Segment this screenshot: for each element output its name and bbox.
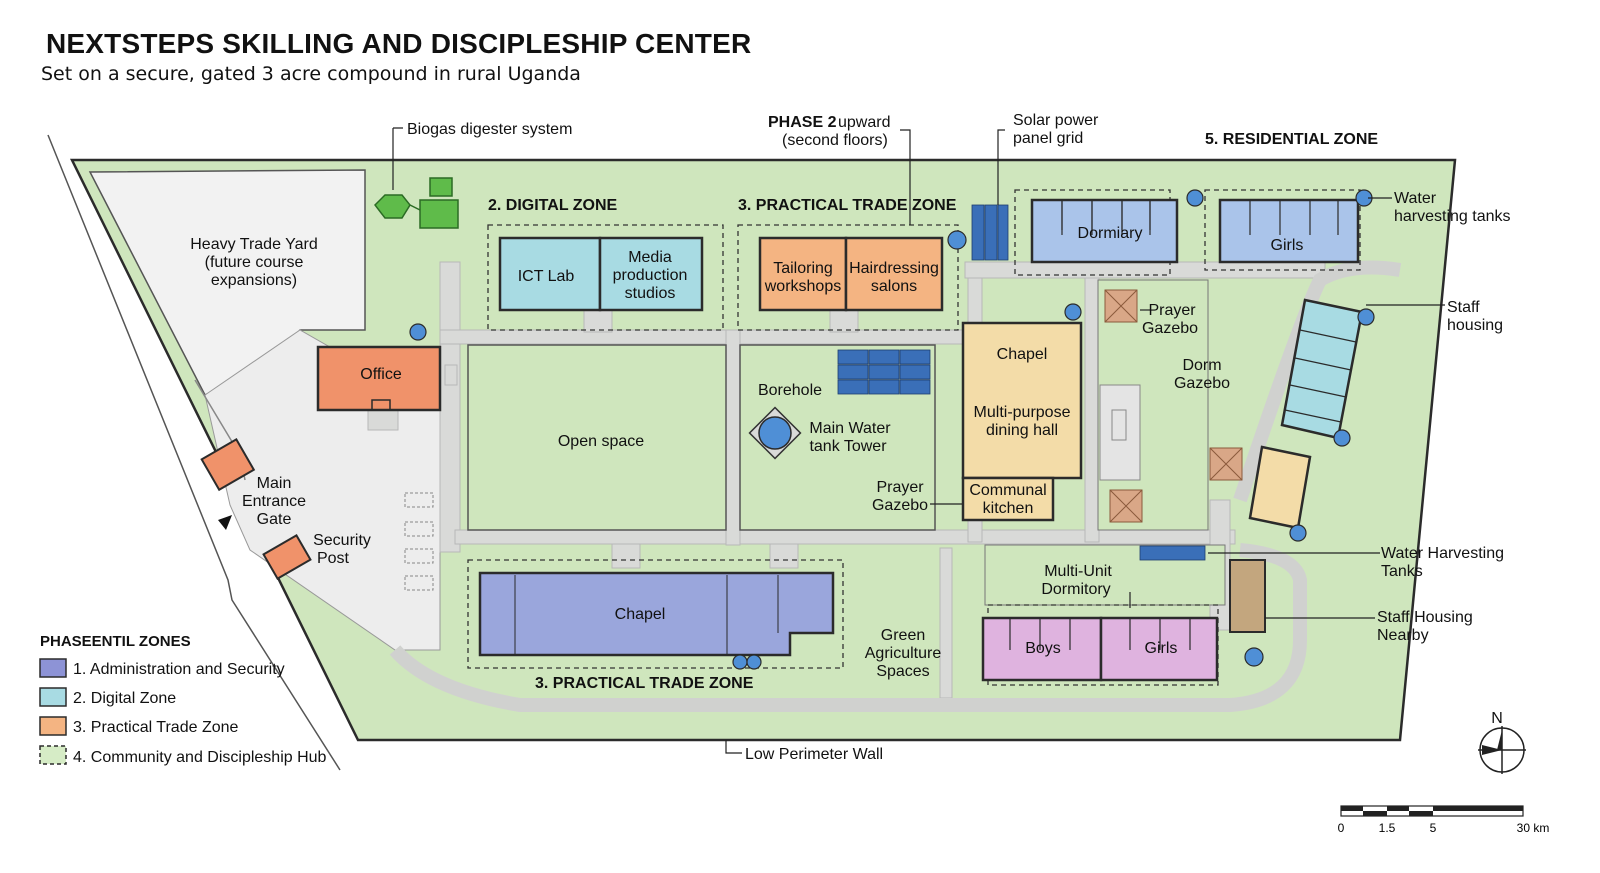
label-borehole: Borehole bbox=[758, 382, 822, 399]
label-practical-zone-top: 3. PRACTICAL TRADE ZONE bbox=[738, 197, 957, 214]
label-water-tanks-1: Water bbox=[1394, 190, 1437, 207]
legend-item-1: 1. Administration and Security bbox=[73, 661, 285, 678]
label-hairdressing-2: salons bbox=[871, 278, 917, 295]
legend-swatch-4 bbox=[39, 745, 67, 765]
label-staff-nearby-1: Staff Housing bbox=[1377, 609, 1473, 626]
label-staff-housing-1: Staff bbox=[1447, 299, 1480, 316]
page-title: NEXTSTEPS SKILLING AND DISCIPLESHIP CENT… bbox=[46, 28, 752, 59]
legend-swatch-3 bbox=[39, 716, 67, 736]
staff-housing-nearby-building bbox=[1229, 559, 1266, 633]
label-practical-zone-bottom: 3. PRACTICAL TRADE ZONE bbox=[535, 675, 754, 692]
label-water-tanks-2: harvesting tanks bbox=[1394, 208, 1511, 225]
compass-rose: N bbox=[1478, 710, 1526, 774]
tailoring-building bbox=[758, 236, 848, 312]
main-water-tank-tower bbox=[758, 416, 792, 450]
label-phase2-rest: upward bbox=[838, 114, 890, 131]
compass-north-label: N bbox=[1491, 710, 1503, 727]
boys-dorm-building bbox=[981, 616, 1103, 682]
label-residential-zone: 5. RESIDENTIAL ZONE bbox=[1205, 131, 1378, 148]
legend-swatch-1 bbox=[39, 658, 67, 678]
label-dining-1: Multi-purpose bbox=[974, 404, 1071, 421]
label-media-1: Media bbox=[628, 249, 672, 266]
label-media-3: studios bbox=[625, 285, 676, 302]
label-phase2-line2: (second floors) bbox=[782, 132, 888, 149]
label-dorm-gazebo-1: Dorm bbox=[1182, 357, 1221, 374]
label-chapel-main: Chapel bbox=[615, 606, 666, 623]
solar-panel-grid-middle bbox=[837, 349, 931, 395]
legend-item-4: 4. Community and Discipleship Hub bbox=[73, 749, 327, 766]
label-staff-housing-2: housing bbox=[1447, 317, 1503, 334]
dormitory-building-top bbox=[1030, 198, 1179, 264]
label-green-1: Green bbox=[881, 627, 925, 644]
ict-lab-building bbox=[498, 236, 602, 312]
legend-swatch-2 bbox=[39, 687, 67, 707]
label-boys: Boys bbox=[1025, 640, 1061, 657]
label-gate-2: Entrance bbox=[242, 493, 306, 510]
label-water-harvesting-2: Tanks bbox=[1381, 563, 1423, 580]
label-gate-1: Main bbox=[257, 475, 292, 492]
scale-label-2: 5 bbox=[1430, 821, 1437, 835]
label-solar-2: panel grid bbox=[1013, 130, 1083, 147]
label-kitchen-2: kitchen bbox=[983, 500, 1034, 517]
label-girls-top: Girls bbox=[1271, 237, 1304, 254]
label-gate-3: Gate bbox=[257, 511, 292, 528]
label-water-harvesting-1: Water Harvesting bbox=[1381, 545, 1504, 562]
label-water-tower-2: tank Tower bbox=[809, 438, 887, 455]
label-green-2: Agriculture bbox=[865, 645, 942, 662]
label-hairdressing-1: Hairdressing bbox=[849, 260, 939, 277]
main-chapel-building bbox=[478, 571, 835, 657]
label-kitchen-1: Communal bbox=[969, 482, 1046, 499]
label-heavy-trade-2: (future course bbox=[205, 254, 304, 271]
legend-title: PHASEENTIL ZONES bbox=[40, 633, 191, 650]
label-heavy-trade-3: expansions) bbox=[211, 272, 297, 289]
scale-label-3: 30 km bbox=[1517, 821, 1550, 835]
label-phase2-bold: PHASE 2 bbox=[768, 114, 837, 131]
scale-label-0: 0 bbox=[1338, 821, 1345, 835]
label-green-3: Spaces bbox=[876, 663, 929, 680]
label-solar-1: Solar power bbox=[1013, 112, 1099, 129]
label-digital-zone: 2. DIGITAL ZONE bbox=[488, 197, 618, 214]
scale-bar: 0 1.5 5 30 km bbox=[1338, 805, 1550, 835]
label-office: Office bbox=[360, 366, 402, 383]
solar-panel-grid-top bbox=[971, 204, 1009, 261]
label-multi-unit-1: Multi-Unit bbox=[1044, 563, 1112, 580]
page-subtitle: Set on a secure, gated 3 acre compound i… bbox=[41, 63, 581, 85]
label-biogas: Biogas digester system bbox=[407, 121, 572, 138]
label-tailoring-1: Tailoring bbox=[773, 260, 833, 277]
media-studio-building bbox=[598, 236, 704, 312]
label-perimeter: Low Perimeter Wall bbox=[745, 746, 883, 763]
label-multi-unit-2: Dormitory bbox=[1041, 581, 1110, 598]
girls-dorm-building-top bbox=[1218, 198, 1360, 264]
girls-dorm-building-bottom bbox=[1099, 616, 1219, 682]
label-tailoring-2: workshops bbox=[764, 278, 841, 295]
label-prayer-gazebo-left-2: Gazebo bbox=[872, 497, 928, 514]
label-girls-bottom: Girls bbox=[1145, 640, 1178, 657]
label-staff-nearby-2: Nearby bbox=[1377, 627, 1429, 644]
legend-item-2: 2. Digital Zone bbox=[73, 690, 176, 707]
label-dining-2: dining hall bbox=[986, 422, 1058, 439]
label-heavy-trade-1: Heavy Trade Yard bbox=[190, 236, 317, 253]
hairdressing-building bbox=[844, 236, 944, 312]
label-dormitory: Dormiary bbox=[1078, 225, 1143, 242]
label-open-space: Open space bbox=[558, 433, 644, 450]
label-water-tower-1: Main Water bbox=[809, 420, 891, 437]
label-chapel-hub: Chapel bbox=[997, 346, 1048, 363]
label-security-1: Security bbox=[313, 532, 371, 549]
security-post-building bbox=[262, 534, 312, 580]
label-prayer-gazebo-top-2: Gazebo bbox=[1142, 320, 1198, 337]
label-prayer-gazebo-top-1: Prayer bbox=[1148, 302, 1196, 319]
label-media-2: production bbox=[613, 267, 688, 284]
scale-label-1: 1.5 bbox=[1379, 821, 1396, 835]
label-dorm-gazebo-2: Gazebo bbox=[1174, 375, 1230, 392]
label-ict-lab: ICT Lab bbox=[518, 268, 575, 285]
legend-item-3: 3. Practical Trade Zone bbox=[73, 719, 239, 736]
label-prayer-gazebo-left-1: Prayer bbox=[876, 479, 924, 496]
label-security-2: Post bbox=[317, 550, 350, 567]
communal-kitchen-building bbox=[961, 476, 1055, 522]
legend: PHASEENTIL ZONES 1. Administration and S… bbox=[39, 633, 327, 766]
